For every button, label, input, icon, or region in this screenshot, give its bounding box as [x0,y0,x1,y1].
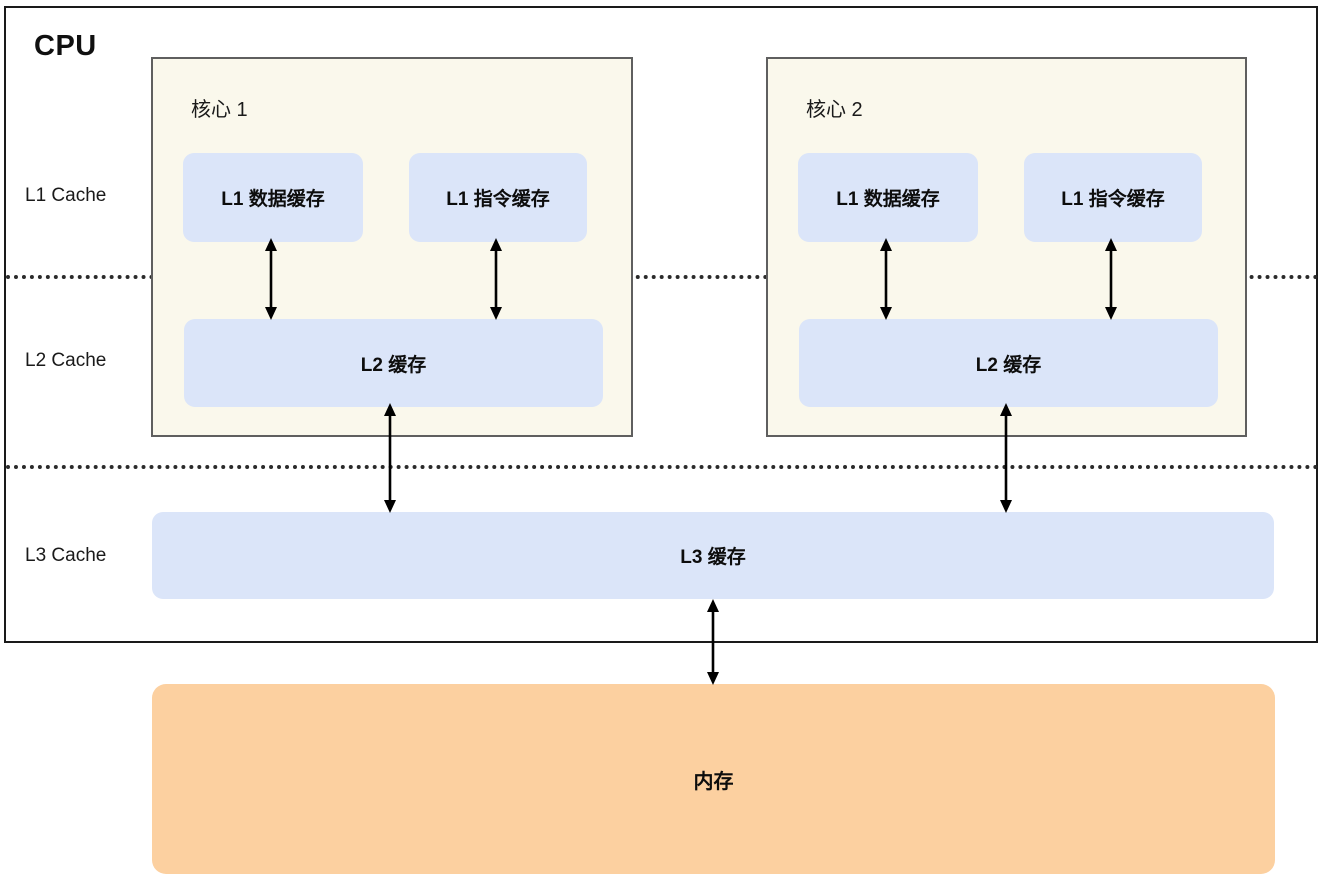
arrow-core1-l1-instruction-to-l2 [487,238,505,320]
core-1-container: 核心 1 L1 数据缓存 L1 指令缓存 L2 缓存 [151,57,633,437]
arrow-l3-to-memory [704,599,722,685]
core-1-l1-data-cache[interactable]: L1 数据缓存 [183,153,363,242]
arrow-core2-l2-to-l3 [997,403,1015,513]
core-2-l1-data-cache[interactable]: L1 数据缓存 [798,153,978,242]
core-1-l1-instruction-cache[interactable]: L1 指令缓存 [409,153,587,242]
separator-l1-l2 [6,275,1319,279]
separator-l2-l3 [6,465,1319,469]
level-label-l2-cache: L2 Cache [25,350,107,371]
level-label-l1-cache: L1 Cache [25,185,107,206]
arrow-core1-l2-to-l3 [381,403,399,513]
l3-cache-box[interactable]: L3 缓存 [152,512,1274,599]
memory-box[interactable]: 内存 [152,684,1275,874]
cpu-title: CPU [34,30,97,62]
core-1-title: 核心 1 [191,99,248,121]
arrow-core2-l1-data-to-l2 [877,238,895,320]
core-2-l2-cache[interactable]: L2 缓存 [799,319,1218,407]
arrow-core2-l1-instruction-to-l2 [1102,238,1120,320]
level-label-l3-cache: L3 Cache [25,545,107,566]
core-2-l1-instruction-cache[interactable]: L1 指令缓存 [1024,153,1202,242]
core-2-title: 核心 2 [806,99,863,121]
core-1-l2-cache[interactable]: L2 缓存 [184,319,603,407]
arrow-core1-l1-data-to-l2 [262,238,280,320]
core-2-container: 核心 2 L1 数据缓存 L1 指令缓存 L2 缓存 [766,57,1247,437]
